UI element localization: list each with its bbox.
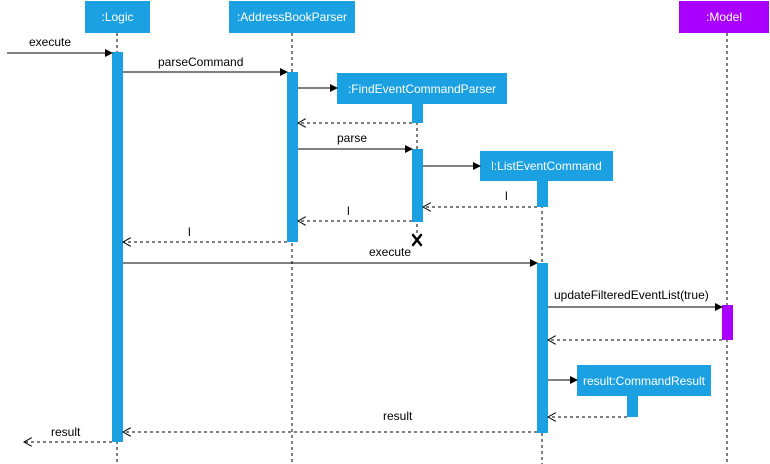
participant-find-parser: :FindEventCommandParser	[337, 73, 507, 104]
label-return-l-logic: l	[188, 225, 191, 239]
participant-parser-label: :AddressBookParser	[237, 10, 347, 24]
participant-model-box	[679, 1, 769, 33]
activation-list-cmd-execute	[537, 263, 548, 433]
participant-logic-box	[85, 1, 150, 33]
participant-find-parser-label: :FindEventCommandParser	[348, 82, 496, 96]
participant-result-obj-box	[577, 365, 711, 396]
label-return-result-out: result	[51, 425, 81, 439]
activation-find-parser-create	[412, 104, 423, 123]
participant-list-cmd: l:ListEventCommand	[480, 151, 613, 181]
label-return-result-logic: result	[383, 409, 413, 423]
participant-parser-box	[229, 1, 355, 33]
participant-list-cmd-label: l:ListEventCommand	[491, 159, 602, 173]
label-parse-command: parseCommand	[158, 55, 243, 69]
returns	[24, 123, 722, 442]
label-return-l-list: l	[505, 189, 508, 203]
participant-parser: :AddressBookParser	[229, 1, 355, 33]
label-execute-in: execute	[29, 35, 71, 49]
participant-result-obj: result:CommandResult	[577, 365, 711, 396]
label-execute-cmd: execute	[369, 245, 411, 259]
participant-logic: :Logic	[85, 1, 150, 33]
activation-list-cmd-create	[537, 181, 548, 207]
x-destroy-icon	[411, 233, 423, 247]
participant-result-obj-label: result:CommandResult	[583, 374, 706, 388]
participant-model-label: :Model	[706, 10, 742, 24]
label-update-filtered: updateFilteredEventList(true)	[554, 288, 709, 302]
activation-model	[722, 305, 733, 340]
activation-find-parser-parse	[412, 149, 423, 222]
participant-find-parser-box	[337, 73, 507, 104]
calls	[7, 49, 723, 384]
participant-model: :Model	[679, 1, 769, 33]
activation-parser	[287, 72, 298, 242]
participant-logic-label: :Logic	[101, 10, 133, 24]
participant-list-cmd-box	[480, 151, 613, 181]
message-labels: execute parseCommand parse l l l execute…	[29, 35, 709, 439]
activation-result-obj	[627, 396, 638, 417]
label-return-l-parser: l	[347, 204, 350, 218]
activations	[112, 52, 733, 442]
activation-logic	[112, 52, 123, 442]
label-parse: parse	[337, 131, 367, 145]
